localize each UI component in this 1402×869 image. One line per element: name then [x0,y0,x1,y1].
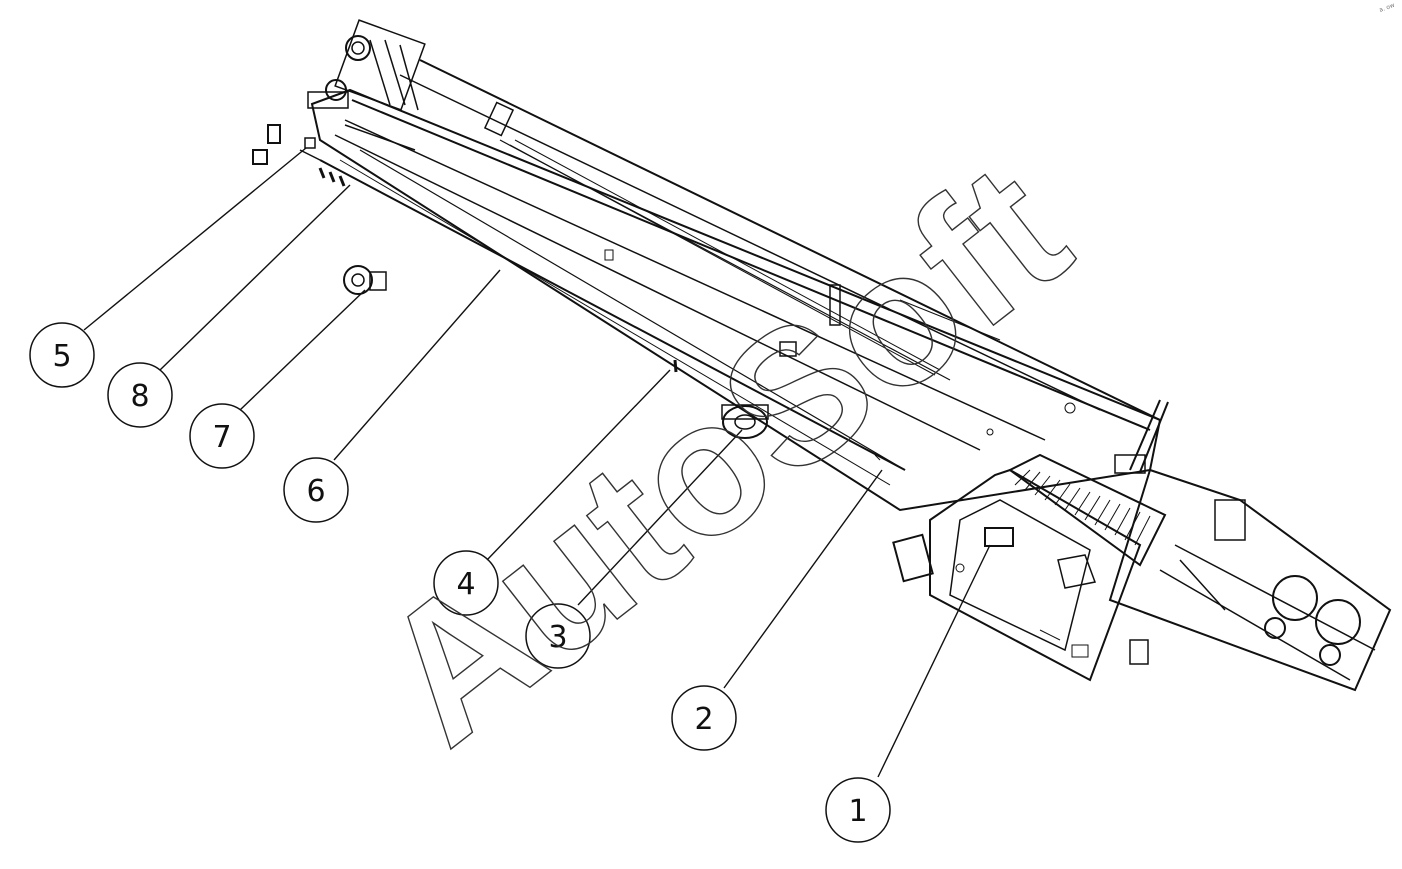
counterweight-box [892,533,934,583]
callout-6-label: 6 [306,474,325,509]
callout-7: 7 [189,403,255,469]
callout-8-label: 8 [130,379,149,414]
callout-3-label: 3 [548,620,567,655]
corner-mark: a. ow [1378,2,1396,14]
callout-4-label: 4 [456,567,475,602]
boom-head [307,19,426,151]
limit-switch [343,265,387,295]
callout-4: 4 [433,550,499,616]
operator-cab [929,468,1142,682]
telescopic-boom [310,59,1162,512]
callout-8: 8 [107,362,173,428]
engine-grille [1008,453,1167,567]
sensor-bracket [779,341,881,461]
callout-5-label: 5 [52,339,71,374]
callout-6: 6 [283,457,349,523]
callout-3: 3 [525,603,591,669]
callout-7-label: 7 [212,420,231,455]
watermark: AutoSoft [341,123,1105,785]
cable-clip [673,359,678,373]
callout-2-label: 2 [694,702,713,737]
callout-5: 5 [29,322,95,388]
wire-rope [299,149,906,471]
callout-1: 1 [825,777,891,843]
rope-socket [252,124,316,165]
rope-clamps [318,167,346,187]
cable-reel [721,404,769,439]
callout-2: 2 [671,685,737,751]
watermark-text: AutoSoft [342,124,1104,785]
leader-lines [83,147,991,778]
chassis-rear [1108,468,1392,692]
callout-1-label: 1 [848,794,867,829]
support-post [1114,399,1169,474]
